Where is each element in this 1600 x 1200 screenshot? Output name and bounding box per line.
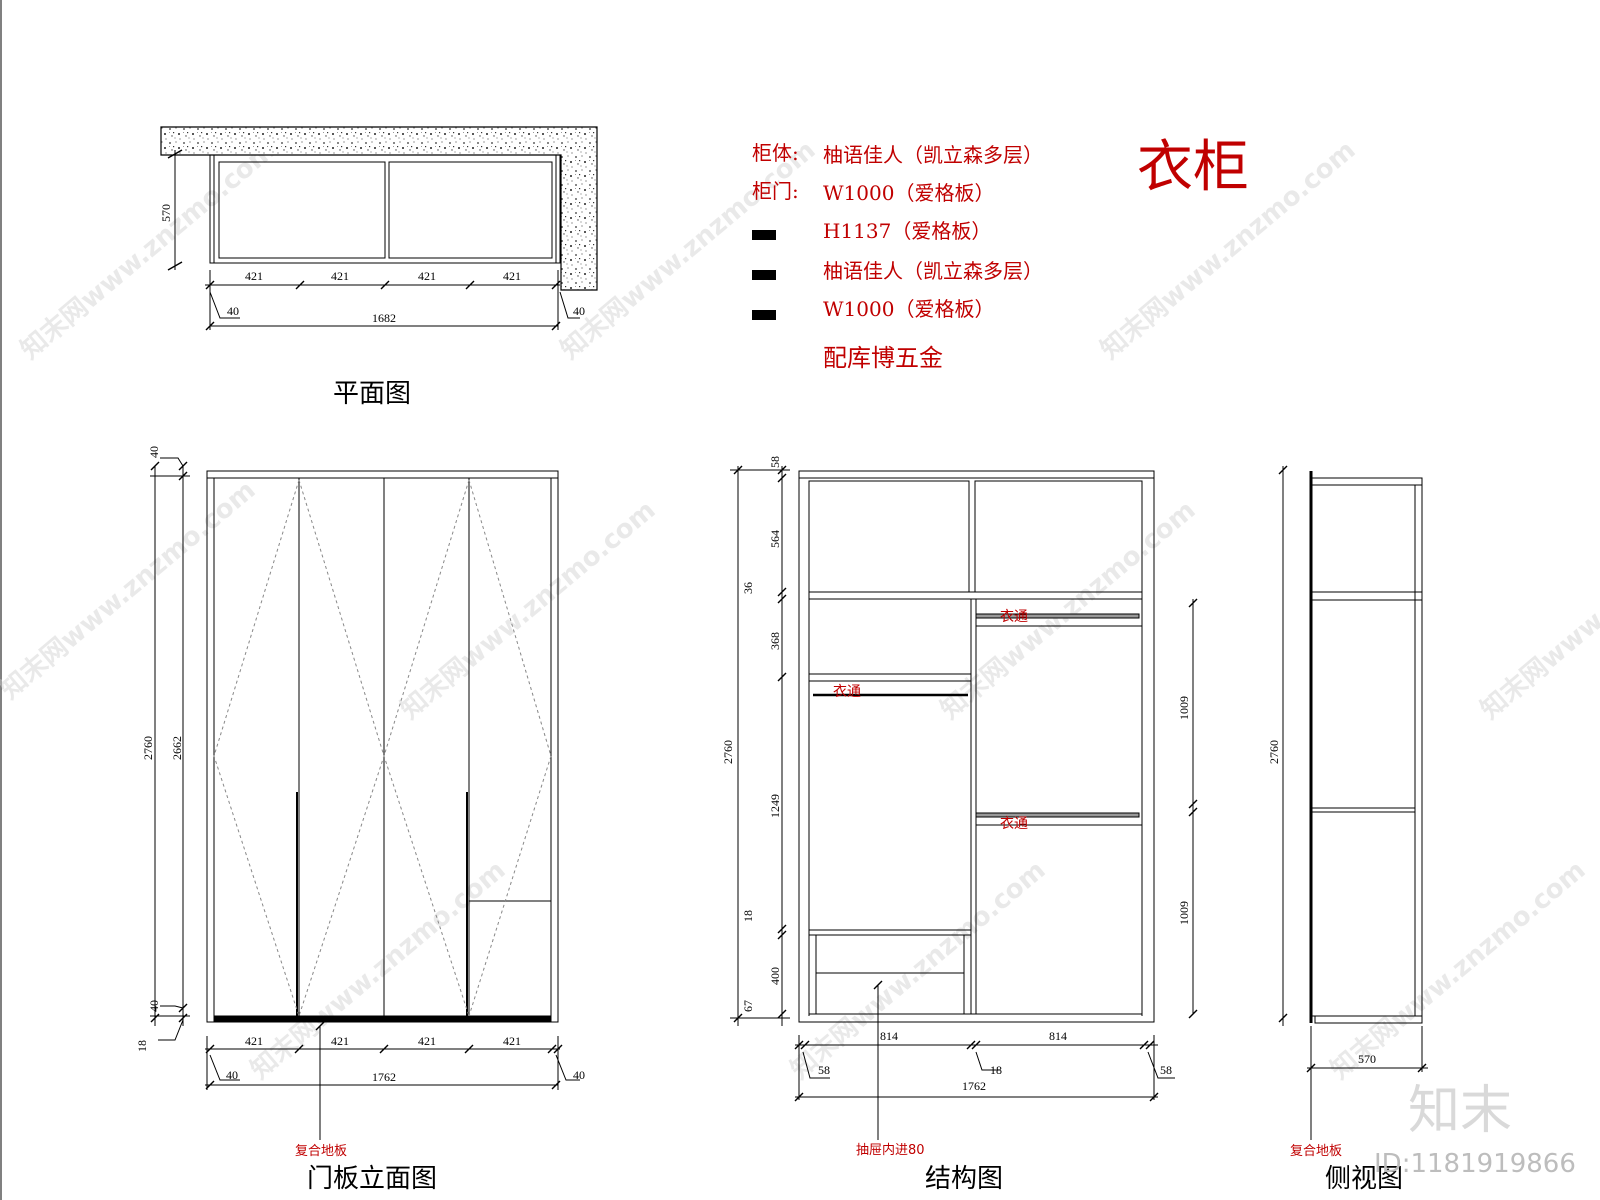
plan-cabinet-outline (209, 154, 561, 264)
dim-text: 570 (1358, 1052, 1376, 1066)
legend-swatch (752, 270, 776, 280)
dim-text: 1682 (372, 311, 396, 325)
side-plinth (1314, 1015, 1423, 1024)
rail-label: 衣通 (833, 684, 861, 700)
shelf (808, 673, 972, 682)
drawer (815, 934, 965, 1015)
id-watermark: ID:1181919866 (1374, 1149, 1576, 1179)
dim-text: 1762 (372, 1070, 396, 1084)
hanging-rail (975, 812, 1140, 818)
dim-text: 40 (226, 1068, 238, 1082)
dim-text: 58 (818, 1063, 830, 1077)
dim-text: 421 (503, 269, 521, 283)
wall-section (160, 126, 598, 291)
dim-text: 421 (418, 1034, 436, 1048)
dim-text: 368 (768, 632, 782, 650)
door-cabinet-outline (206, 470, 559, 1023)
legend-value: H1137（爱格板） (823, 219, 991, 243)
floor-note: 复合地板 (1290, 1144, 1342, 1159)
dim-text: 40 (573, 304, 585, 318)
plan-compartment (218, 161, 386, 259)
legend-value: W1000（爱格板） (823, 297, 994, 321)
dim-text: 421 (245, 1034, 263, 1048)
watermark-text: 知末网www.znzmo.com (245, 855, 511, 1085)
hanging-rail (975, 613, 1140, 619)
dim-text: 570 (159, 204, 173, 222)
legend-label: 柜门: (752, 179, 799, 203)
hardware-note: 配库博五金 (823, 344, 943, 372)
side-shelf (1310, 591, 1423, 601)
dim-text: 36 (741, 582, 755, 594)
plan-dimension-labels: 570 421 421 421 421 40 1682 40 (159, 204, 585, 325)
rail-label: 衣通 (1000, 816, 1028, 832)
logo-watermark: 知末 (1408, 1081, 1512, 1141)
side-view (1278, 465, 1428, 1140)
legend-value: 柚语佳人（凯立森多层） (823, 259, 1043, 283)
dim-text: 421 (331, 269, 349, 283)
door-elevation-view (150, 457, 580, 1140)
watermark-text: 知末网www.znzmo.com (1475, 495, 1600, 725)
drawing-title: 衣柜 (1137, 135, 1249, 200)
structure-outline (798, 470, 1155, 1023)
legend-value: W1000（爱格板） (823, 181, 994, 205)
dim-text: 40 (573, 1068, 585, 1082)
dim-text: 814 (880, 1029, 898, 1043)
material-legend: 柜体: 柚语佳人（凯立森多层） 柜门: W1000（爱格板） H1137（爱格板… (752, 141, 1043, 372)
dim-text: 1249 (768, 794, 782, 818)
watermark-text: 知末网www.znzmo.com (15, 135, 281, 365)
legend-value: 柚语佳人（凯立森多层） (823, 143, 1043, 167)
dim-text: 1762 (962, 1079, 986, 1093)
dim-text: 2760 (721, 740, 735, 764)
dim-text: 67 (741, 1000, 755, 1012)
view-title-plan: 平面图 (333, 379, 411, 409)
dim-text: 40 (147, 446, 161, 458)
top-compartment (808, 480, 970, 593)
watermark-text: 知末网www.znzmo.com (0, 475, 261, 705)
dim-text: 421 (418, 269, 436, 283)
structure-view (730, 465, 1198, 1140)
legend-swatch (752, 230, 776, 240)
plinth (213, 1015, 552, 1023)
dim-text: 18 (135, 1040, 149, 1052)
legend-label: 柜体: (752, 141, 799, 165)
legend-swatch (752, 310, 776, 320)
dim-text: 40 (147, 1000, 161, 1012)
dim-text: 40 (227, 304, 239, 318)
rail-label: 衣通 (1000, 609, 1028, 625)
dim-text: 814 (1049, 1029, 1067, 1043)
watermark-text: 知末网www.znzmo.com (1325, 855, 1591, 1085)
dim-text: 1009 (1177, 901, 1191, 925)
dim-text: 2760 (1267, 740, 1281, 764)
dim-text: 421 (331, 1034, 349, 1048)
plan-view (160, 126, 598, 331)
dim-text: 18 (990, 1063, 1002, 1077)
watermark-text: 知末网www.znzmo.com (785, 855, 1051, 1085)
side-outline (1310, 477, 1423, 1017)
structure-dimension-labels: 58 564 36 368 1249 18 400 67 2760 1009 1… (721, 456, 1191, 1093)
dim-text: 58 (768, 456, 782, 468)
rail-labels: 衣通 衣通 衣通 (833, 609, 1028, 832)
dim-text: 400 (768, 967, 782, 985)
view-title-door-elevation: 门板立面图 (307, 1164, 437, 1194)
side-dimension-labels: 2760 570 (1267, 740, 1376, 1066)
plan-compartment (388, 161, 553, 259)
dim-text: 1009 (1177, 696, 1191, 720)
view-title-structure: 结构图 (925, 1164, 1003, 1194)
dim-text: 421 (245, 269, 263, 283)
floor-note: 复合地板 (295, 1144, 347, 1159)
dim-text: 18 (741, 910, 755, 922)
door-dimension-labels: 40 2760 2662 40 18 421 421 421 421 40 17… (135, 446, 585, 1084)
drawer-note: 抽屉内进80 (856, 1142, 925, 1158)
view-title-side: 侧视图 (1325, 1164, 1403, 1194)
door-swing-indicator (213, 479, 552, 1017)
dim-text: 421 (503, 1034, 521, 1048)
dim-text: 2662 (170, 736, 184, 760)
dim-text: 2760 (141, 736, 155, 760)
watermark-text: 知末网www.znzmo.com (395, 495, 661, 725)
dim-text: 58 (1160, 1063, 1172, 1077)
watermark-layer: 知末网www.znzmo.com 知末网www.znzmo.com 知末网www… (0, 135, 1600, 1085)
dim-text: 564 (768, 530, 782, 548)
